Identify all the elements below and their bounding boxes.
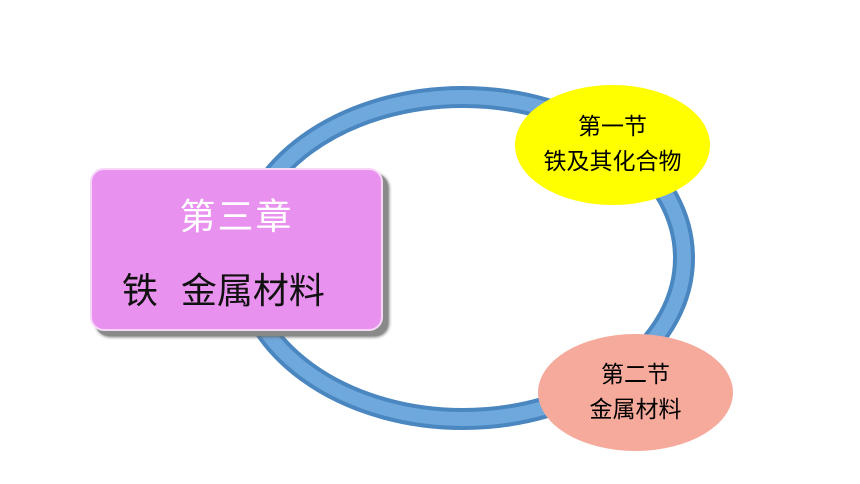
section-2-title: 金属材料 [589,396,682,423]
section-2-number: 第二节 [601,361,670,388]
section-1-number: 第一节 [578,114,647,140]
section-1-node: 第一节 铁及其化合物 [515,85,710,205]
chapter-box: 第三章 铁 金属材料 [90,168,383,331]
chapter-title: 铁 金属材料 [122,271,325,312]
section-1-title: 铁及其化合物 [543,149,682,175]
section-2-node: 第二节 金属材料 [538,334,733,451]
chapter-number: 第三章 [179,197,294,238]
